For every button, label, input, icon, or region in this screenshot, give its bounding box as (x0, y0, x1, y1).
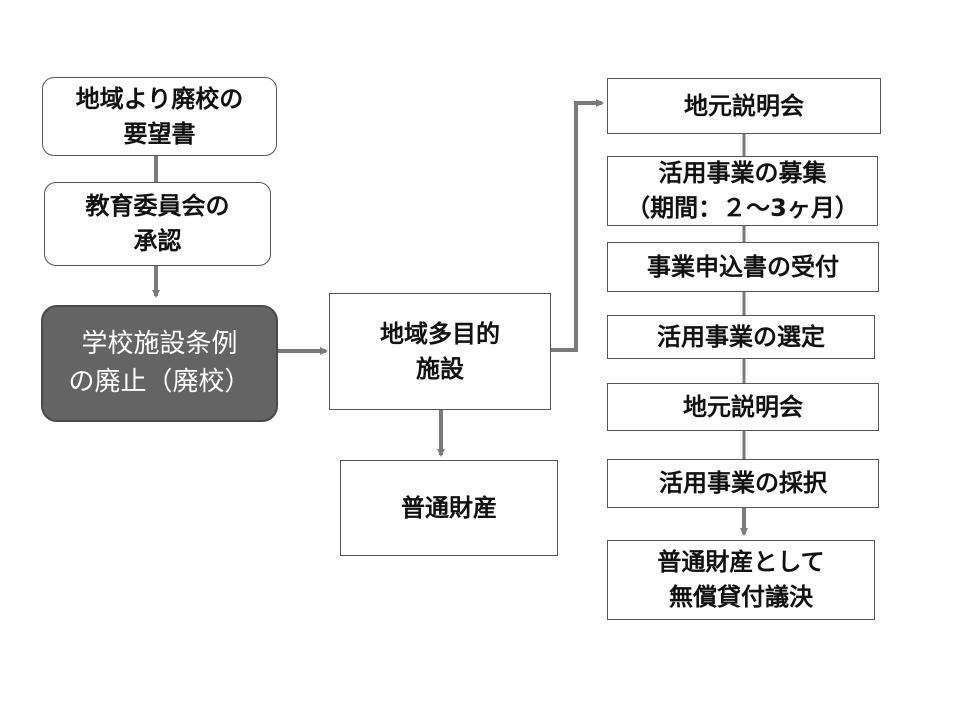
node-local-briefing-2: 地元説明会 (607, 383, 879, 431)
node-project-recruitment: 活用事業の募集 （期間：２～3ヶ月） (607, 156, 878, 226)
node-multipurpose-facility: 地域多目的 施設 (329, 293, 551, 410)
node-local-briefing-1: 地元説明会 (607, 78, 881, 134)
arrow-multipurpose-briefing (551, 99, 604, 352)
node-board-approval: 教育委員会の 承認 (44, 182, 271, 266)
node-ordinance-abolition: 学校施設条例 の廃止（廃校） (41, 305, 278, 422)
node-closure-request: 地域より廃校の 要望書 (42, 77, 277, 156)
node-application-receipt: 事業申込書の受付 (607, 242, 879, 292)
node-ordinary-property: 普通財産 (340, 460, 558, 556)
node-project-selection: 活用事業の選定 (607, 315, 875, 359)
node-project-adoption: 活用事業の採択 (607, 459, 879, 508)
node-free-lease-resolution: 普通財産として 無償貸付議決 (607, 540, 875, 620)
